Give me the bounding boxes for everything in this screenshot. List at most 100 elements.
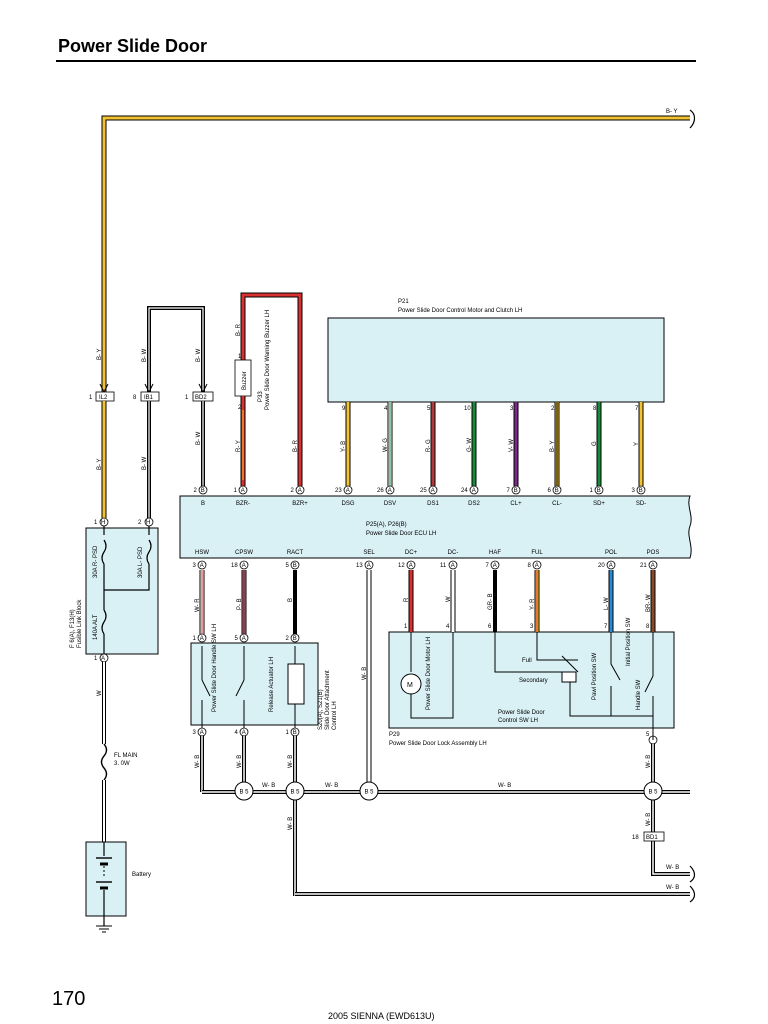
wire-label-bw-mid2: B- W: [196, 431, 202, 445]
p29-wires: [408, 570, 656, 632]
wire-label-pb: P- B: [237, 598, 243, 610]
wire-label-br-mid: B- R: [293, 439, 299, 452]
p29-handle-label: Handle SW: [636, 679, 642, 710]
wire-label-wr: W- R: [195, 598, 201, 612]
svg-text:R- G: R- G: [426, 439, 432, 452]
svg-text:8: 8: [646, 624, 650, 630]
fusible-link-block: [85, 527, 159, 655]
svg-text:4: 4: [384, 406, 388, 412]
svg-text:24: 24: [461, 488, 468, 494]
wire-label-ry: R- Y: [236, 440, 242, 452]
fusible-a-label: A: [101, 656, 105, 662]
svg-text:1: 1: [404, 624, 408, 630]
svg-text:2: 2: [286, 636, 290, 642]
svg-text:H: H: [101, 520, 105, 526]
svg-text:2: 2: [138, 520, 142, 526]
p29-wire-labels: R W GR- B Y- R L- W BR- W: [404, 593, 652, 612]
svg-text:A: A: [535, 563, 539, 569]
svg-text:8: 8: [133, 395, 137, 401]
p21-wires: [345, 402, 644, 486]
wire-label-by-mid: B- Y: [97, 458, 103, 470]
s20-name-line1: Slide Door Attachment: [325, 670, 331, 730]
svg-text:RACT: RACT: [287, 550, 304, 556]
s20-actuator-label: Release Actuator LH: [269, 657, 275, 712]
p29-switch-network: [494, 632, 654, 740]
svg-text:W- B: W- B: [666, 885, 679, 891]
svg-text:8: 8: [528, 563, 532, 569]
svg-text:23: 23: [335, 488, 342, 494]
svg-text:B: B: [514, 488, 518, 494]
svg-text:20: 20: [598, 563, 605, 569]
ecu-name-line1: P25(A), P26(B): [366, 522, 407, 528]
s20-top-connector: A5: [235, 633, 249, 643]
svg-text:B 5: B 5: [364, 790, 374, 796]
svg-text:Y: Y: [634, 442, 640, 446]
fusible-id: F 6(A), F13(H): [70, 609, 76, 648]
svg-text:W- B: W- B: [646, 813, 652, 826]
svg-text:13: 13: [356, 563, 363, 569]
p29-id: P29: [389, 732, 400, 738]
svg-text:CL-: CL-: [552, 501, 562, 507]
svg-text:18: 18: [231, 563, 238, 569]
p29-box: [388, 631, 675, 729]
s20-bottom-connector: B1: [286, 727, 300, 737]
svg-text:BR- W: BR- W: [646, 594, 652, 612]
battery-symbol: [96, 842, 112, 933]
svg-text:M: M: [407, 682, 413, 689]
footer-text: 2005 SIENNA (EWD613U): [328, 1011, 435, 1021]
p29-control-line1: Power Slide Door: [498, 710, 545, 716]
svg-text:W- B: W- B: [288, 755, 294, 768]
svg-text:CL+: CL+: [510, 501, 522, 507]
svg-text:7: 7: [486, 563, 490, 569]
svg-text:DC+: DC+: [405, 550, 418, 556]
svg-text:CPSW: CPSW: [235, 550, 253, 556]
svg-text:26: 26: [377, 488, 384, 494]
fusible-h-connectors: H 1 H 2: [94, 517, 154, 527]
svg-text:HSW: HSW: [195, 550, 209, 556]
svg-text:2: 2: [291, 488, 295, 494]
s20-bottom-connector: A3: [193, 727, 207, 737]
p21-box: [327, 317, 665, 403]
svg-text:G: G: [592, 441, 598, 446]
svg-text:A: A: [200, 636, 204, 642]
svg-text:SD-: SD-: [636, 501, 646, 507]
svg-text:A: A: [451, 563, 455, 569]
wire-label-bw-top2: B- W: [196, 348, 202, 362]
svg-text:7: 7: [507, 488, 511, 494]
svg-text:A: A: [242, 636, 246, 642]
svg-text:B: B: [639, 488, 643, 494]
wire-label-br-top: B- R: [236, 323, 242, 336]
svg-text:H: H: [146, 520, 150, 526]
svg-text:W- B: W- B: [325, 783, 338, 789]
svg-text:Y- R: Y- R: [530, 598, 536, 610]
svg-text:SD+: SD+: [593, 501, 605, 507]
title-rule: [56, 60, 696, 62]
svg-text:L- W: L- W: [604, 597, 610, 610]
svg-text:W- B: W- B: [646, 755, 652, 768]
svg-text:1: 1: [234, 488, 238, 494]
p21-name: Power Slide Door Control Motor and Clutc…: [398, 308, 522, 314]
svg-text:BD2: BD2: [195, 395, 207, 401]
wire-label-w-left: W: [97, 690, 103, 696]
battery-box: [85, 841, 127, 917]
svg-text:A: A: [346, 488, 350, 494]
ib1-top-wire: [147, 306, 205, 392]
svg-text:3: 3: [193, 730, 197, 736]
connector-bd1: BD1 18: [632, 831, 665, 842]
svg-text:3: 3: [632, 488, 636, 494]
p29-pins: 1 4 6 3 7 8 5: [404, 624, 650, 738]
svg-text:A: A: [609, 563, 613, 569]
svg-text:1: 1: [185, 395, 189, 401]
svg-text:A: A: [298, 488, 302, 494]
wire-label-bw-top: B- W: [142, 348, 148, 362]
svg-text:Y- B: Y- B: [341, 441, 347, 452]
svg-text:B: B: [201, 501, 205, 507]
